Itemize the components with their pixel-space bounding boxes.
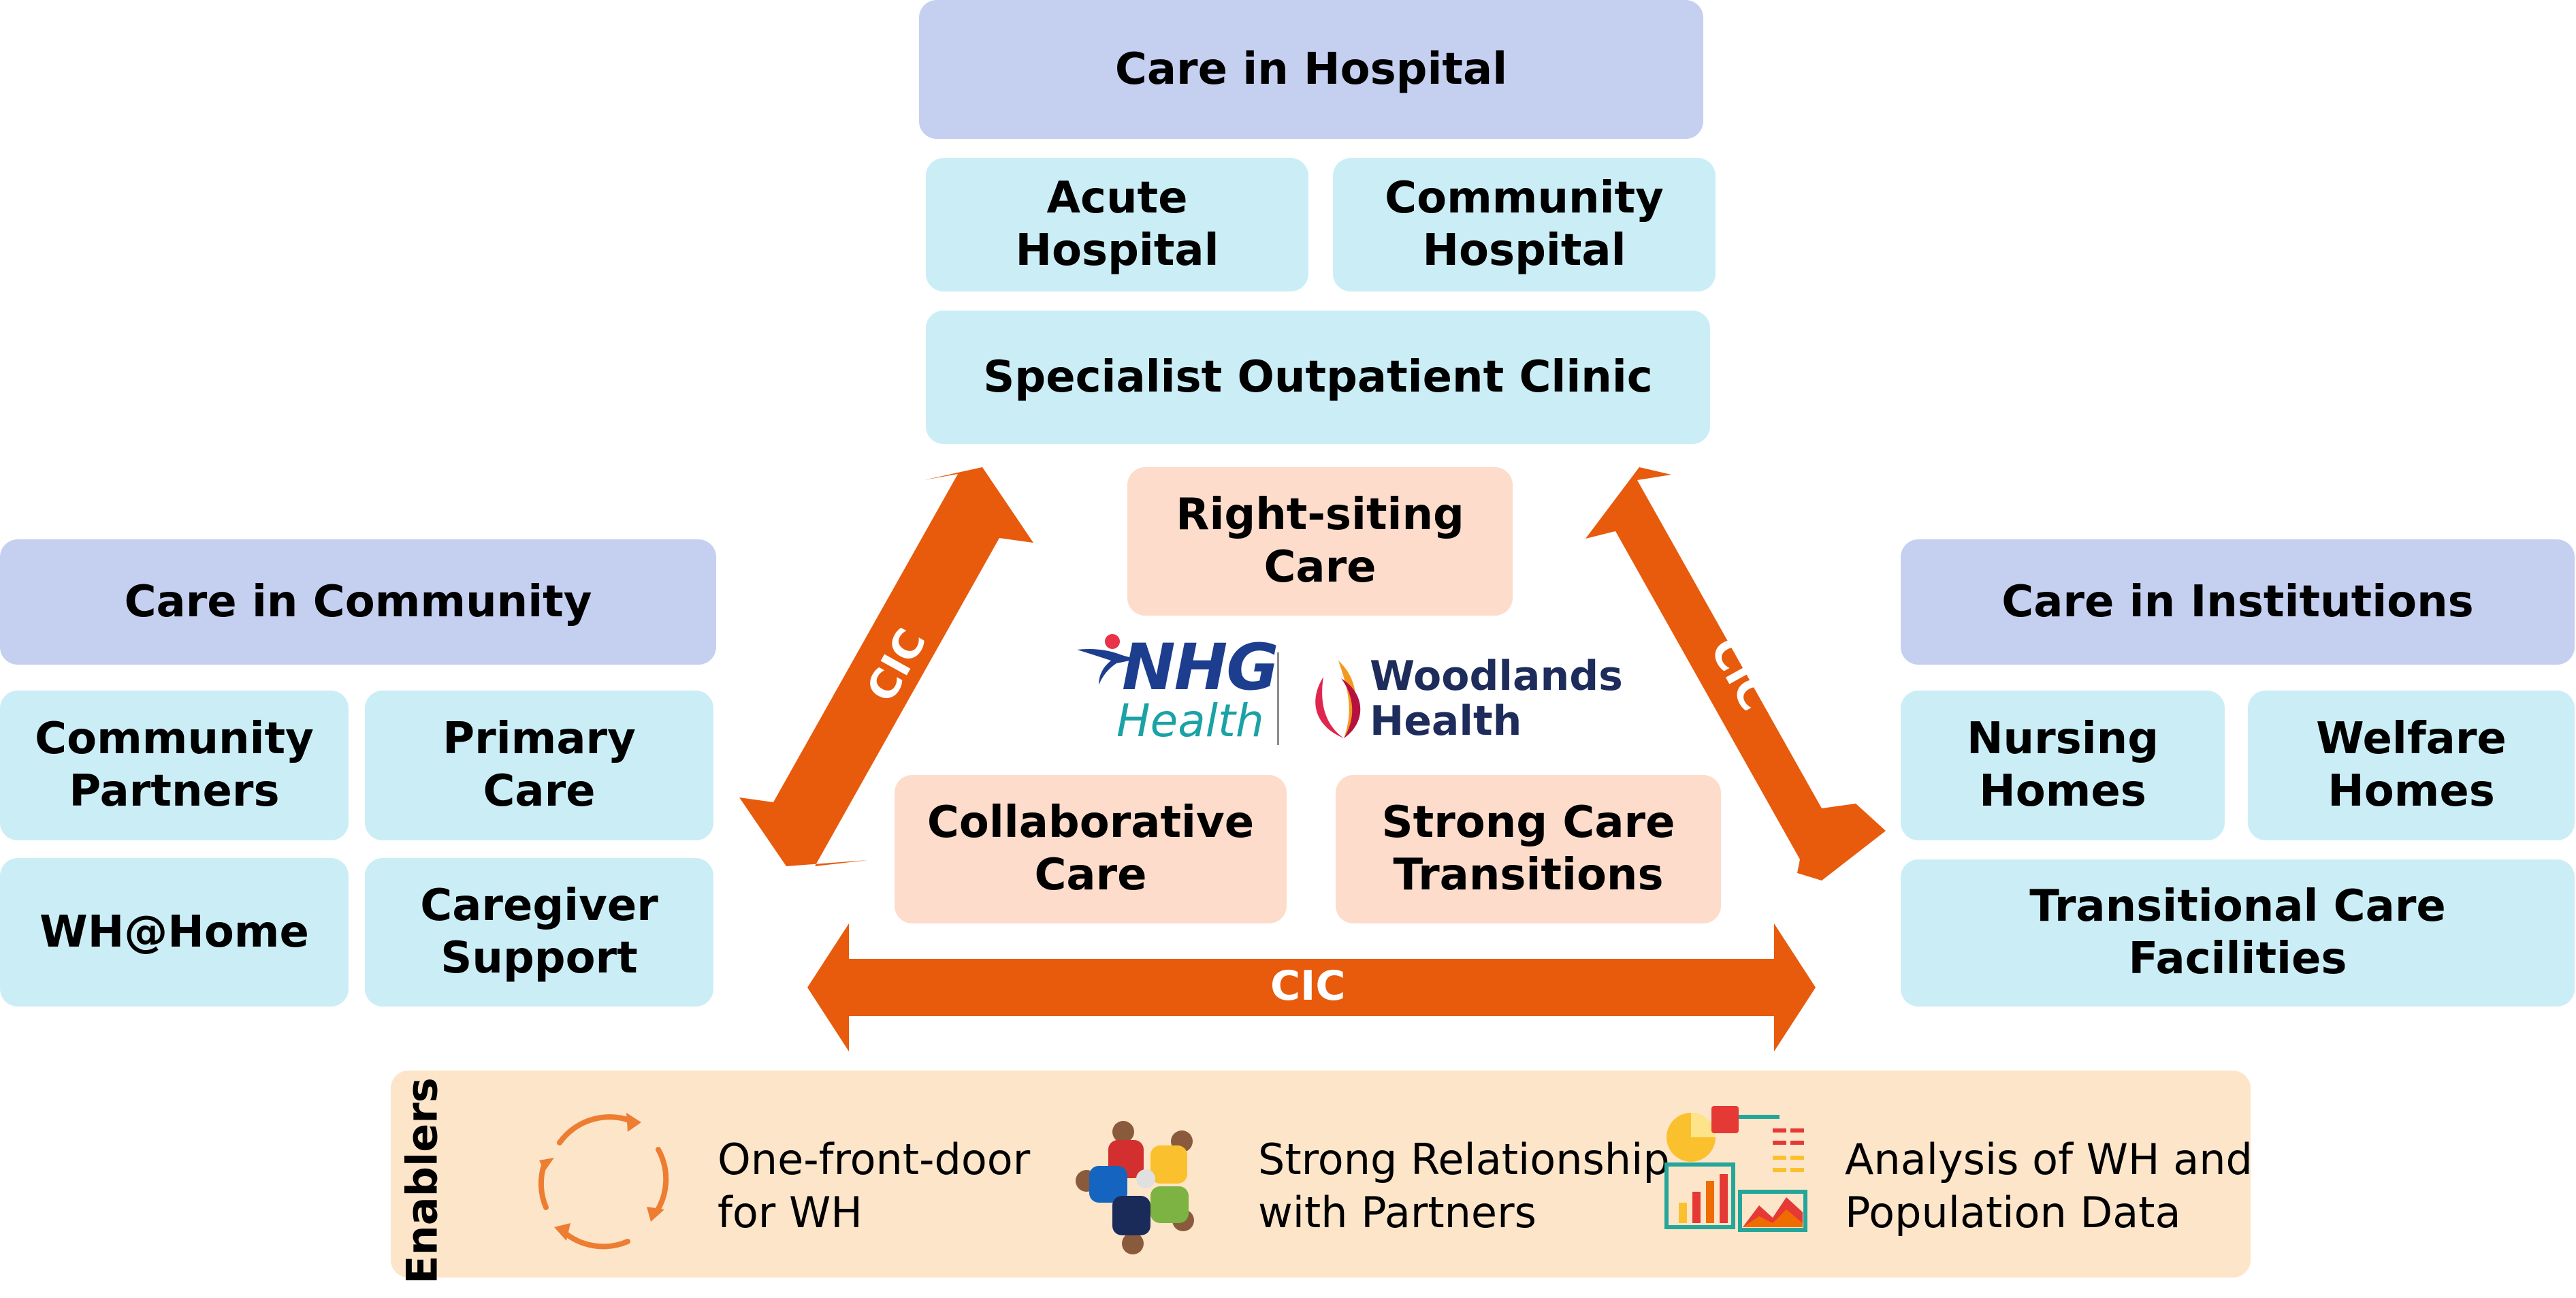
- logo-divider: [1277, 652, 1279, 745]
- wh-at-home-label: WH@Home: [39, 906, 309, 957]
- caregiver-support-box: Caregiver Support: [365, 858, 713, 1007]
- analytics-icon: [1664, 1106, 1807, 1232]
- transitional-care-facilities-box: Transitional Care Facilities: [1901, 859, 2575, 1007]
- nhg-health-logo: NHG Health: [1074, 631, 1278, 747]
- community-hospital-box: Community Hospital: [1333, 158, 1716, 291]
- cic-arrow-left: [739, 467, 1033, 866]
- caregiver-support-label: Caregiver Support: [420, 881, 658, 983]
- nhg-logo-top: NHG: [1122, 631, 1278, 705]
- specialist-outpatient-clinic-box: Specialist Outpatient Clinic: [926, 311, 1710, 444]
- enabler-strong-relationship-text: Strong Relationship with Partners: [1258, 1135, 1670, 1237]
- collaborative-care-box: Collaborative Care: [895, 775, 1287, 923]
- right-siting-care-box: Right-siting Care: [1127, 467, 1513, 616]
- nhg-figure-icon: [1077, 634, 1137, 685]
- community-partners-label: Community Partners: [35, 714, 314, 817]
- care-in-hospital-title: Care in Hospital: [1114, 44, 1508, 95]
- woodlands-health-logo: Woodlands Health: [1307, 652, 1623, 748]
- cic-arrow-right: [1585, 467, 1886, 881]
- enablers-panel: [391, 1071, 2251, 1278]
- woodlands-flame-icon: [1315, 661, 1361, 738]
- woodlands-logo-top: Woodlands: [1370, 652, 1623, 700]
- cic-label-bottom: CIC: [1270, 962, 1346, 1010]
- nursing-homes-box: Nursing Homes: [1901, 691, 2225, 840]
- cic-arrow-bottom: [807, 923, 1816, 1051]
- specialist-outpatient-clinic-label: Specialist Outpatient Clinic: [983, 351, 1653, 402]
- collaborative-care-label: Collaborative Care: [927, 797, 1255, 900]
- nursing-homes-label: Nursing Homes: [1966, 714, 2159, 817]
- transitional-care-facilities-label: Transitional Care Facilities: [2029, 881, 2446, 984]
- right-siting-care-label: Right-siting Care: [1176, 490, 1464, 592]
- community-hospital-label: Community Hospital: [1385, 173, 1664, 276]
- strong-care-transitions-box: Strong Care Transitions: [1336, 775, 1721, 923]
- primary-care-box: Primary Care: [365, 691, 713, 840]
- enabler-analysis-text: Analysis of WH and Population Data: [1845, 1135, 2253, 1237]
- welfare-homes-label: Welfare Homes: [2316, 714, 2507, 817]
- care-in-community-header: Care in Community: [0, 539, 716, 665]
- care-in-institutions-header: Care in Institutions: [1901, 539, 2575, 665]
- people-circle-icon: [1076, 1121, 1194, 1254]
- wh-at-home-box: WH@Home: [0, 858, 349, 1007]
- acute-hospital-box: Acute Hospital: [926, 158, 1308, 291]
- care-in-hospital-header: Care in Hospital: [919, 0, 1703, 139]
- enablers-title: Enablers: [397, 1077, 447, 1284]
- nhg-logo-bottom: Health: [1116, 695, 1264, 747]
- care-in-institutions-title: Care in Institutions: [2001, 576, 2474, 627]
- primary-care-label: Primary Care: [442, 714, 636, 817]
- cycle-arrows-icon: [538, 1113, 669, 1250]
- woodlands-logo-bottom: Health: [1370, 697, 1522, 745]
- enabler-one-front-door-text: One-front-door for WH: [718, 1135, 1031, 1237]
- welfare-homes-box: Welfare Homes: [2248, 691, 2575, 840]
- care-in-community-title: Care in Community: [124, 576, 592, 627]
- strong-care-transitions-label: Strong Care Transitions: [1381, 797, 1675, 900]
- acute-hospital-label: Acute Hospital: [1015, 173, 1219, 276]
- community-partners-box: Community Partners: [0, 691, 349, 840]
